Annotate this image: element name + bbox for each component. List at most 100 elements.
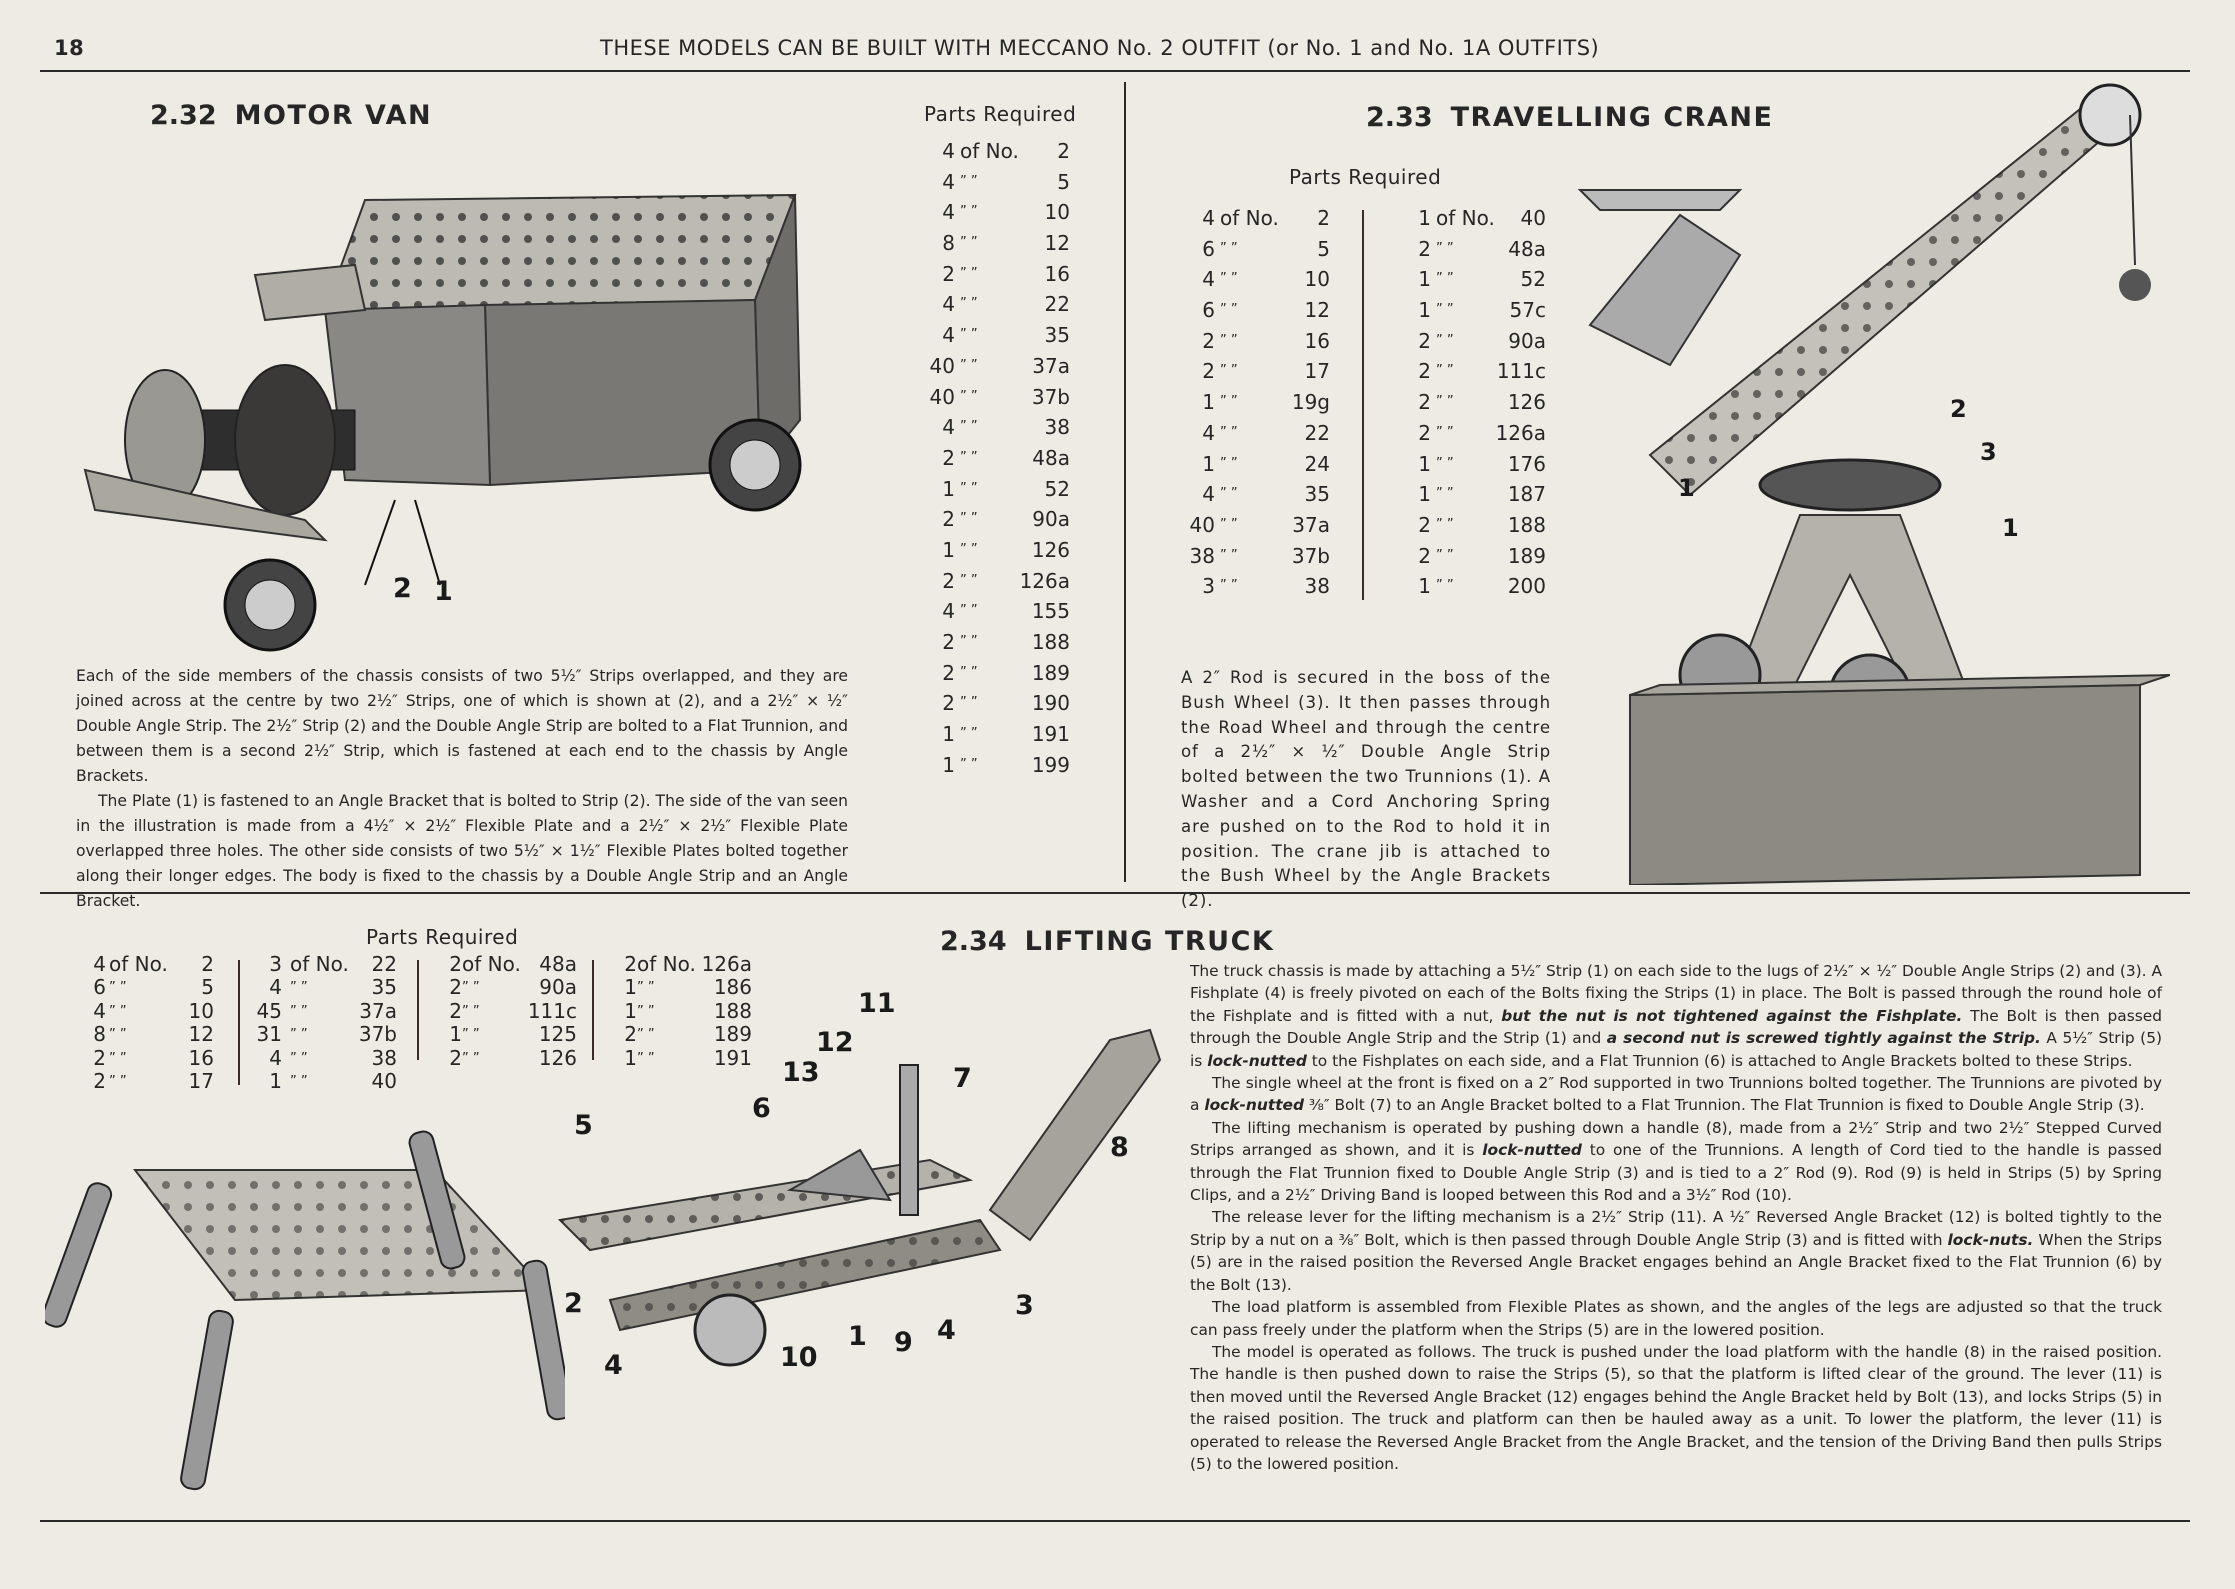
part-number: 57c — [1509, 298, 1546, 323]
parts-required-title: Parts Required — [1289, 165, 1442, 189]
parts-row: 1” ”186 — [607, 975, 752, 999]
part-number: 12 — [188, 1022, 214, 1047]
parts-row: 4” ”22 — [1190, 418, 1330, 449]
part-number: 40 — [371, 1068, 397, 1093]
part-quantity: 2 — [942, 507, 955, 532]
parts-row: 6” ”12 — [1190, 295, 1330, 326]
part-number: 35 — [371, 975, 397, 1000]
ditto-mark: ” ” — [1436, 394, 1454, 410]
ditto-mark: ” ” — [1220, 516, 1238, 532]
body-text: The single wheel at the front is fixed o… — [1190, 1074, 2162, 1115]
ditto-mark: ” ” — [1220, 332, 1238, 348]
ditto-mark: ” ” — [1220, 302, 1238, 318]
ditto-mark: ” ” — [637, 1050, 655, 1066]
paragraph: The truck chassis is made by attaching a… — [1190, 960, 2162, 1072]
part-quantity: 2 — [1418, 512, 1431, 537]
part-quantity: 2 — [449, 975, 462, 1000]
part-number: 189 — [1031, 660, 1070, 685]
part-quantity: 45 — [256, 998, 282, 1023]
part-number: 126a — [701, 952, 752, 976]
ditto-mark: ” ” — [109, 1050, 127, 1066]
parts-divider — [417, 960, 419, 1060]
body-text: to one of the Trunnions. A length of Cor… — [1190, 1141, 2163, 1205]
callout-4: 4 — [604, 1350, 623, 1381]
parts-row: 2” ”126 — [432, 1045, 577, 1070]
ditto-mark: ” ” — [637, 980, 655, 996]
ditto-mark: ” ” — [960, 419, 978, 435]
part-quantity: 1 — [1202, 451, 1215, 476]
parts-row: 1” ”57c — [1406, 295, 1546, 326]
parts-row: 4” ”35 — [252, 975, 397, 1000]
part-number: 188 — [1507, 512, 1546, 537]
part-number: 2 — [201, 952, 214, 976]
parts-row: 2 ” ” 188 — [1406, 510, 1546, 541]
part-quantity: 2 — [942, 691, 955, 716]
travelling-crane-description: A 2″ Rod is secured in the boss of the B… — [1181, 666, 1551, 914]
parts-divider — [1362, 210, 1364, 600]
parts-row: 1” ”125 — [432, 1022, 577, 1046]
ditto-mark: ” ” — [960, 480, 978, 496]
part-quantity: 8 — [93, 1022, 106, 1047]
part-quantity: 2 — [1418, 420, 1431, 445]
ditto-mark: ” ” — [290, 1050, 308, 1066]
ditto-mark: ” ” — [109, 1073, 127, 1089]
part-quantity: 2 — [942, 630, 955, 654]
part-quantity: 1 — [942, 476, 955, 501]
part-quantity: 2 — [1202, 328, 1215, 353]
callout-11: 11 — [858, 988, 896, 1019]
parts-row: 4” ”10 — [79, 999, 214, 1023]
parts-row: 45 ” ” 37a — [252, 998, 397, 1023]
ditto-mark: ” ” — [1220, 363, 1238, 379]
load-platform-illustration — [45, 1130, 565, 1491]
part-quantity: 4 — [942, 599, 955, 624]
parts-row: 2” ”16 — [79, 1046, 214, 1070]
ditto-mark: ” ” — [1220, 547, 1238, 563]
travelling-crane-illustration — [1577, 83, 2170, 885]
part-number: 126 — [1507, 390, 1546, 415]
part-number: 16 — [1304, 328, 1330, 353]
body-text: ⅜″ Bolt (7) to an Angle Bracket bolted t… — [1304, 1096, 2145, 1115]
part-number: 37a — [1032, 353, 1070, 378]
part-number: 199 — [1031, 752, 1070, 777]
parts-row: 31” ”37b — [252, 1022, 397, 1046]
part-number: 52 — [1044, 476, 1070, 501]
parts-row: 1” ”126 — [930, 535, 1070, 566]
part-number: 19g — [1291, 390, 1330, 415]
ditto-mark: ” ” — [109, 1027, 127, 1043]
part-quantity: 1 — [1418, 574, 1431, 599]
part-number: 200 — [1507, 574, 1546, 599]
part-quantity: 1 — [942, 537, 955, 562]
part-quantity: 1 — [942, 752, 955, 777]
part-number: 48a — [1032, 445, 1070, 470]
part-quantity: 4 — [942, 139, 955, 163]
parts-row: 4” ”5 — [930, 167, 1070, 198]
ditto-mark: ” ” — [1220, 578, 1238, 594]
body-text: When the Strips (5) are in the raised po… — [1190, 1230, 2162, 1294]
parts-row: 2” ”188 — [930, 627, 1070, 658]
part-quantity: 2 — [1202, 359, 1215, 384]
parts-row: 4” ”38 — [252, 1046, 397, 1070]
ditto-mark: ” ” — [1436, 516, 1454, 532]
parts-row: 2” ”90a — [930, 504, 1070, 535]
part-number: 40 — [1520, 206, 1546, 230]
part-quantity: 4 — [1202, 267, 1215, 292]
ditto-mark: ” ” — [637, 1027, 655, 1043]
ditto-mark: ” ” — [960, 634, 978, 649]
part-number: 37a — [359, 998, 397, 1023]
part-number: 126 — [538, 1045, 577, 1070]
part-number: 90a — [539, 975, 577, 1000]
ditto-mark: ” ” — [1220, 394, 1238, 410]
part-number: 189 — [713, 1022, 752, 1047]
parts-row: 1” ”40 — [252, 1068, 397, 1093]
part-quantity: 2 — [1418, 236, 1431, 261]
emphasis-text: but the nut is not tightened against the… — [1501, 1006, 1963, 1025]
part-quantity: 4 — [1202, 482, 1215, 507]
part-quantity: 4 — [942, 200, 955, 225]
part-quantity: 1 — [624, 998, 637, 1023]
ditto-mark: ” ” — [1436, 547, 1454, 563]
ditto-mark: ” ” — [290, 1003, 308, 1019]
